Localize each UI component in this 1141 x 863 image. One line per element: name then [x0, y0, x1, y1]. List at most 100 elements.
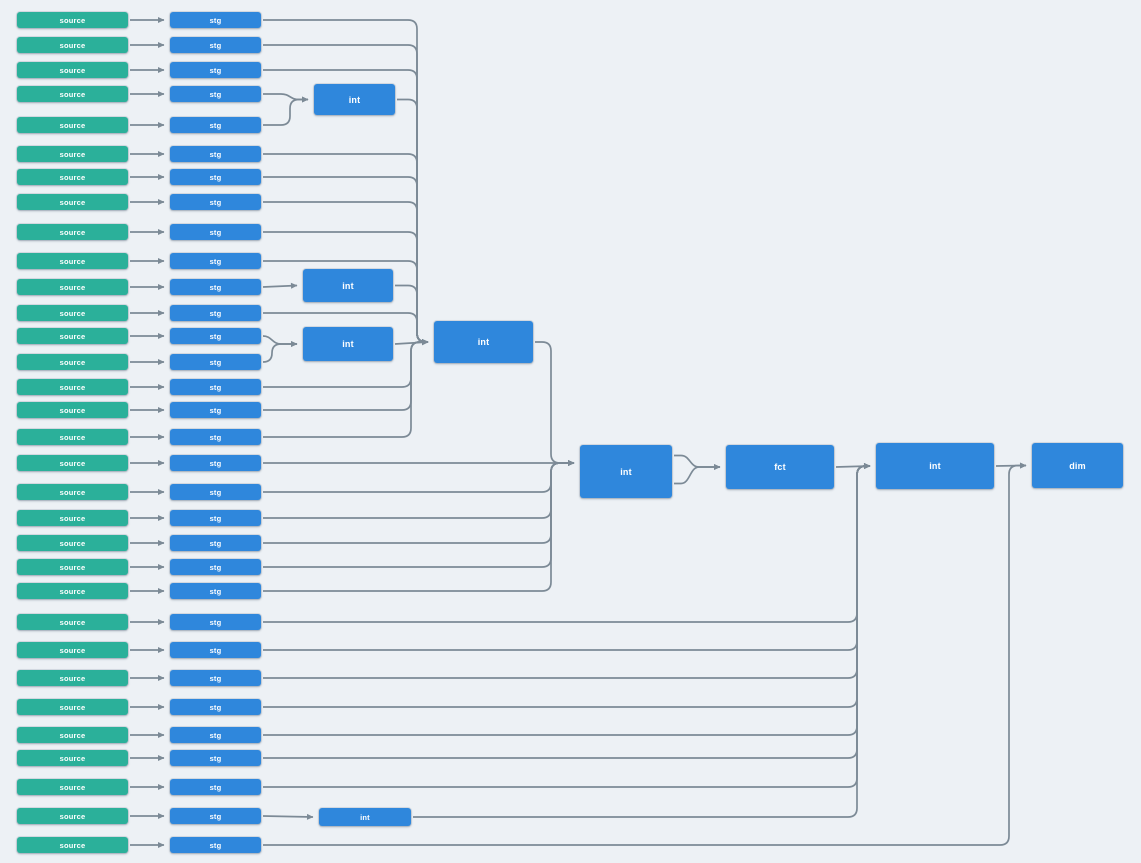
node-label: int [342, 280, 354, 291]
node-stg13[interactable]: stg [170, 328, 261, 344]
node-stg8[interactable]: stg [170, 194, 261, 210]
node-label: stg [209, 432, 222, 442]
node-label: stg [209, 753, 222, 763]
node-label: fct [774, 462, 786, 472]
node-label: source [59, 840, 86, 850]
node-source32[interactable]: source [17, 837, 128, 853]
node-label: source [59, 513, 86, 523]
node-stg11[interactable]: stg [170, 279, 261, 295]
node-stg16[interactable]: stg [170, 402, 261, 418]
node-source8[interactable]: source [17, 194, 128, 210]
node-source28[interactable]: source [17, 727, 128, 743]
edge-stg5-int_a [263, 96, 309, 126]
node-source4[interactable]: source [17, 86, 128, 102]
node-label: int [348, 94, 361, 105]
node-source21[interactable]: source [17, 535, 128, 551]
node-stg24[interactable]: stg [170, 614, 261, 630]
node-stg9[interactable]: stg [170, 224, 261, 240]
node-stg19[interactable]: stg [170, 484, 261, 500]
node-stg21[interactable]: stg [170, 535, 261, 551]
node-label: stg [209, 702, 222, 712]
edge-stg32-dim [263, 462, 1027, 846]
node-stg26[interactable]: stg [170, 670, 261, 686]
node-label: stg [209, 308, 222, 318]
edge-int_c-int_d [394, 339, 429, 346]
node-source10[interactable]: source [17, 253, 128, 269]
node-fct[interactable]: fct [726, 445, 834, 489]
node-stg32[interactable]: stg [170, 837, 261, 853]
node-int_a[interactable]: int [314, 84, 395, 115]
node-label: stg [209, 840, 222, 850]
node-stg25[interactable]: stg [170, 642, 261, 658]
node-int_e[interactable]: int [580, 445, 672, 498]
node-stg17[interactable]: stg [170, 429, 261, 445]
node-stg23[interactable]: stg [170, 583, 261, 599]
node-source20[interactable]: source [17, 510, 128, 526]
node-source22[interactable]: source [17, 559, 128, 575]
node-stg10[interactable]: stg [170, 253, 261, 269]
edge-int_e-fct [674, 464, 721, 485]
node-stg12[interactable]: stg [170, 305, 261, 321]
node-source17[interactable]: source [17, 429, 128, 445]
node-source16[interactable]: source [17, 402, 128, 418]
node-stg4[interactable]: stg [170, 86, 261, 102]
node-label: stg [209, 538, 222, 548]
node-int_f[interactable]: int [876, 443, 994, 489]
node-label: source [59, 702, 86, 712]
node-int_b[interactable]: int [303, 269, 393, 302]
node-int_g[interactable]: int [319, 808, 411, 826]
node-source24[interactable]: source [17, 614, 128, 630]
node-stg3[interactable]: stg [170, 62, 261, 78]
node-source31[interactable]: source [17, 808, 128, 824]
node-stg15[interactable]: stg [170, 379, 261, 395]
node-source2[interactable]: source [17, 37, 128, 53]
node-label: source [59, 197, 86, 207]
node-stg7[interactable]: stg [170, 169, 261, 185]
node-source6[interactable]: source [17, 146, 128, 162]
node-label: stg [209, 256, 222, 266]
node-source18[interactable]: source [17, 455, 128, 471]
node-label: int [477, 337, 490, 347]
node-source27[interactable]: source [17, 699, 128, 715]
node-stg30[interactable]: stg [170, 779, 261, 795]
node-source19[interactable]: source [17, 484, 128, 500]
node-stg27[interactable]: stg [170, 699, 261, 715]
node-stg14[interactable]: stg [170, 354, 261, 370]
node-source7[interactable]: source [17, 169, 128, 185]
node-source30[interactable]: source [17, 779, 128, 795]
node-stg28[interactable]: stg [170, 727, 261, 743]
node-stg18[interactable]: stg [170, 455, 261, 471]
node-stg22[interactable]: stg [170, 559, 261, 575]
node-label: stg [209, 15, 222, 25]
node-stg6[interactable]: stg [170, 146, 261, 162]
node-dim[interactable]: dim [1032, 443, 1123, 488]
node-label: int [929, 461, 941, 471]
node-source26[interactable]: source [17, 670, 128, 686]
node-source9[interactable]: source [17, 224, 128, 240]
node-source3[interactable]: source [17, 62, 128, 78]
node-source13[interactable]: source [17, 328, 128, 344]
node-label: stg [209, 357, 222, 367]
node-stg1[interactable]: stg [170, 12, 261, 28]
edge-stg22-int_e [263, 460, 575, 568]
node-source23[interactable]: source [17, 583, 128, 599]
node-stg29[interactable]: stg [170, 750, 261, 766]
node-stg5[interactable]: stg [170, 117, 261, 133]
node-label: int [342, 339, 354, 349]
node-int_d[interactable]: int [434, 321, 533, 363]
node-source14[interactable]: source [17, 354, 128, 370]
node-label: stg [209, 730, 222, 740]
node-source25[interactable]: source [17, 642, 128, 658]
node-source1[interactable]: source [17, 12, 128, 28]
node-source12[interactable]: source [17, 305, 128, 321]
node-source5[interactable]: source [17, 117, 128, 133]
node-label: source [59, 65, 86, 75]
node-source29[interactable]: source [17, 750, 128, 766]
node-int_c[interactable]: int [303, 327, 393, 361]
node-stg2[interactable]: stg [170, 37, 261, 53]
node-source11[interactable]: source [17, 279, 128, 295]
node-stg31[interactable]: stg [170, 808, 261, 824]
node-source15[interactable]: source [17, 379, 128, 395]
node-stg20[interactable]: stg [170, 510, 261, 526]
